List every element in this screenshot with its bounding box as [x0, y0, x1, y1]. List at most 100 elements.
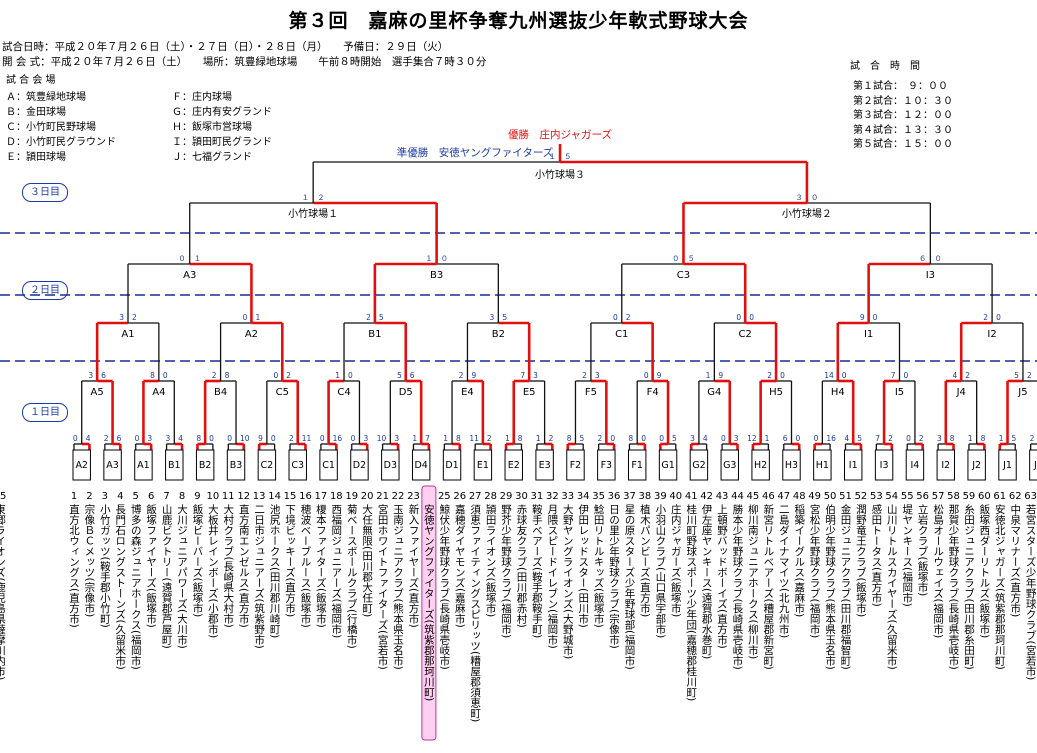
score-right: 5: [1012, 434, 1017, 443]
score-right: 3: [363, 434, 368, 443]
match-label: 小竹球場３: [535, 168, 585, 181]
page-title: 第３回 嘉麻の里杯争奪九州選抜少年軟式野球大会: [288, 10, 749, 32]
venue-item: Ｄ：小竹町民グラウンド: [6, 137, 116, 148]
match-label: B4: [214, 387, 227, 398]
match-label: F2: [570, 460, 582, 471]
team-name: 伊田レッドスター(田川市): [577, 504, 589, 628]
match-label: A2: [245, 329, 258, 340]
score-left: 1: [505, 434, 510, 443]
team-number: 35: [592, 491, 605, 502]
score-left: １: [549, 152, 557, 161]
team-name: 博多の森ジュニアホークス(福岡市): [130, 503, 142, 669]
team-number: 48: [793, 491, 806, 502]
match-label: H2: [754, 460, 767, 471]
match-box: [936, 449, 956, 481]
match-label: I5: [895, 387, 904, 398]
score-right: 4: [178, 434, 183, 443]
score-left: 8: [196, 434, 201, 443]
team-number: 54: [885, 491, 898, 502]
team-number: 31: [531, 491, 544, 502]
match-box: [319, 449, 338, 481]
score-right: 2: [487, 434, 492, 443]
score-left: 1: [536, 434, 541, 443]
match-label: F4: [647, 387, 659, 398]
score-right: 11: [302, 434, 312, 443]
score-right: 5: [857, 434, 862, 443]
match-box: [874, 449, 894, 481]
score-right: ０: [811, 193, 819, 202]
score-left: 7: [875, 434, 880, 443]
team-name: 松島オールウェイズ(福岡市): [932, 503, 944, 638]
score-right: 2: [965, 371, 970, 380]
score-right: 9: [718, 371, 723, 380]
score-right: 4: [86, 434, 91, 443]
score-right: 2: [286, 371, 291, 380]
score-right: 1: [255, 313, 260, 322]
match-label: I4: [911, 460, 920, 471]
score-left: 6: [783, 434, 788, 443]
team-name: 庄内ジャガーズ(飯塚市): [670, 503, 682, 617]
team-number: 2: [86, 491, 92, 502]
score-left: 1: [706, 371, 711, 380]
match-label: A2: [75, 460, 88, 471]
score-left: 2: [459, 371, 464, 380]
score-left: 0: [135, 434, 140, 443]
score-right: ５: [564, 152, 572, 161]
team-name: 榎本ファイターズ(飯塚市): [315, 503, 327, 627]
score-left: １: [425, 254, 433, 263]
match-box: [627, 449, 647, 481]
team-name: 伊左座ヤンキース(遠賀郡水巻町): [701, 504, 713, 659]
match-box: [998, 449, 1017, 481]
match-box: [195, 449, 215, 481]
team-name: 感田トータス(直方市): [870, 503, 882, 606]
match-box: [226, 449, 246, 481]
match-label: G4: [707, 387, 721, 398]
team-name: 日の里少年野球クラブ(宗像市): [608, 504, 620, 649]
match-label: B3: [230, 460, 243, 471]
team-name: 直方北ウィングス(直方市): [68, 503, 80, 627]
match-label: G2: [692, 460, 705, 471]
team-number: 44: [731, 491, 744, 502]
team-name: 二日市ジュニアーズ(筑紫野市): [253, 504, 265, 649]
match-label: A5: [91, 387, 104, 398]
team-number: 13: [253, 491, 266, 502]
team-name: 大板井レインボーズ(小郡市): [207, 503, 219, 638]
score-left: 4: [844, 434, 849, 443]
score-left: 1: [968, 434, 973, 443]
match-label: B2: [492, 329, 505, 340]
score-right: 5: [579, 434, 584, 443]
match-label: B2: [199, 460, 212, 471]
match-box: [782, 449, 801, 481]
team-number: 63: [1024, 491, 1037, 502]
score-right: 3: [533, 371, 538, 380]
match-label: G1: [661, 460, 674, 471]
venue-item: Ｇ：庄内有安グランド: [172, 107, 272, 118]
match-label: E3: [539, 460, 551, 471]
score-right: 10: [240, 434, 250, 443]
runner-up-label: 準優勝 安徳ヤングファイターズ: [397, 146, 554, 159]
score-left: １: [302, 193, 310, 202]
team-name: 長門石ロングストーンズ(久留米市): [114, 504, 126, 670]
match-label: C5: [276, 387, 289, 398]
score-left: 3: [937, 434, 942, 443]
team-name: 桂川町野球スポーツ少年団(嘉穂郡桂川町): [685, 503, 697, 701]
score-right: 4: [703, 434, 708, 443]
score-left: 2: [289, 434, 294, 443]
venue-item: Ｈ：飯塚市営球場: [172, 122, 252, 133]
score-right: 0: [873, 313, 878, 322]
score-right: 0: [163, 371, 168, 380]
match-label: 小竹球場２: [782, 207, 832, 220]
team-name: 大野ヤングライオンズ(大野城市): [562, 503, 574, 659]
score-right: 7: [425, 434, 430, 443]
team-name: 飯塚西ダーリトルズ(飯塚市): [978, 503, 990, 638]
score-right: 0: [348, 371, 353, 380]
match-label: I2: [987, 329, 996, 340]
team-name: 金田ジュニアクラブ(田川郡福智町): [840, 503, 852, 669]
team-number: 29: [500, 491, 513, 502]
match-label: F3: [601, 460, 613, 471]
team-number: 50: [824, 491, 837, 502]
team-number: 40: [669, 491, 682, 502]
team-name: 須恵ファイティングスピリッツ(糟屋郡須恵町): [469, 504, 481, 722]
venue-item: Ｂ：金田球場: [6, 107, 66, 118]
score-left: 2: [582, 371, 587, 380]
